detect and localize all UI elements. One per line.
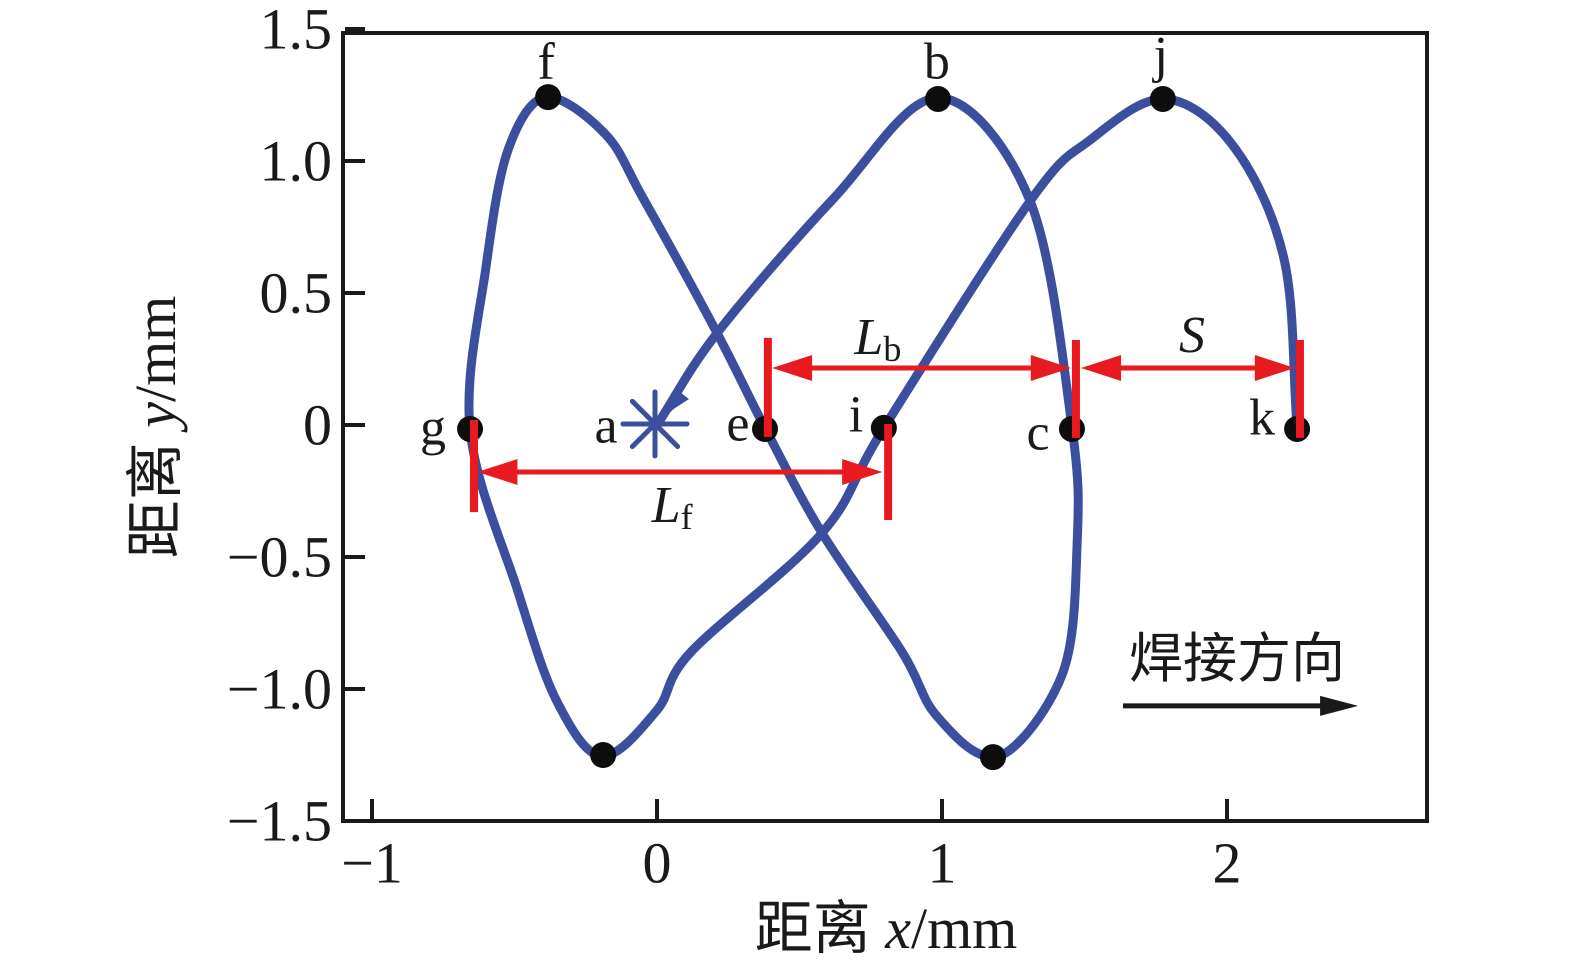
welding-direction-arrow (1122, 695, 1359, 716)
x-tick-label: 2 (1213, 831, 1242, 896)
y-tick-label: −0.5 (227, 525, 332, 590)
trajectory-point-bottom (980, 744, 1007, 771)
dimension-label: Lb (853, 309, 901, 370)
point-label-k: k (1249, 389, 1275, 446)
y-tick-label: 0 (303, 393, 332, 458)
welding-arrowhead (1320, 695, 1359, 716)
left-arrowhead (1081, 354, 1122, 381)
point-label-b: b (924, 34, 950, 91)
dimension-label: S (1179, 306, 1205, 363)
y-axis-title: 距离 y/mm (123, 296, 188, 559)
point-label-g: g (420, 399, 446, 456)
plot-frame (341, 31, 1429, 823)
point-label-a: a (594, 398, 617, 455)
x-axis-title: 距离 x/mm (755, 896, 1018, 961)
y-tick-label: 1.0 (260, 129, 333, 194)
point-label-j: j (1152, 27, 1168, 84)
point-label-e: e (726, 395, 749, 452)
y-tick-label: 1.5 (260, 0, 333, 62)
point-label-f: f (537, 34, 555, 91)
point-label-i: i (849, 386, 863, 443)
y-tick-label: 0.5 (260, 261, 333, 326)
x-tick-label: 1 (928, 831, 957, 896)
y-tick-label: −1.0 (227, 657, 332, 722)
dimension-label: Lf (651, 476, 693, 537)
y-tick-label: −1.5 (227, 789, 332, 854)
right-arrowhead (1254, 354, 1295, 381)
trajectory-point-j (1149, 85, 1176, 112)
left-arrowhead (477, 458, 518, 485)
star-arm (629, 398, 681, 450)
welding-direction-label: 焊接方向 (1129, 629, 1345, 689)
trajectory-point-bottom (590, 742, 617, 768)
left-arrowhead (772, 354, 813, 381)
right-arrowhead (1030, 354, 1071, 381)
dimension-arrow-lf (477, 458, 883, 485)
dimension-arrow-s (1081, 354, 1295, 381)
start-point-star-marker (620, 389, 690, 459)
right-arrowhead (842, 458, 883, 485)
point-label-c: c (1026, 404, 1049, 461)
trajectory-point-b (925, 85, 952, 112)
trajectory-point-i (870, 414, 897, 441)
trajectory-point-f (535, 84, 562, 111)
x-tick-label: 0 (643, 831, 672, 896)
dimension-arrow-lb (772, 354, 1071, 381)
x-tick-label: −1 (341, 831, 403, 896)
